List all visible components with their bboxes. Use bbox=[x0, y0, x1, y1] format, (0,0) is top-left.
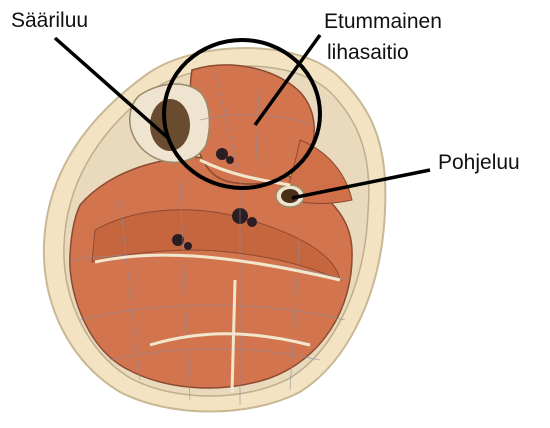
label-saariluu: Sääriluu bbox=[11, 8, 88, 33]
label-etummainen-line1: Etummainen bbox=[324, 9, 442, 34]
label-pohjeluu: Pohjeluu bbox=[438, 150, 520, 175]
label-etummainen-line2: lihasaitio bbox=[327, 40, 409, 65]
